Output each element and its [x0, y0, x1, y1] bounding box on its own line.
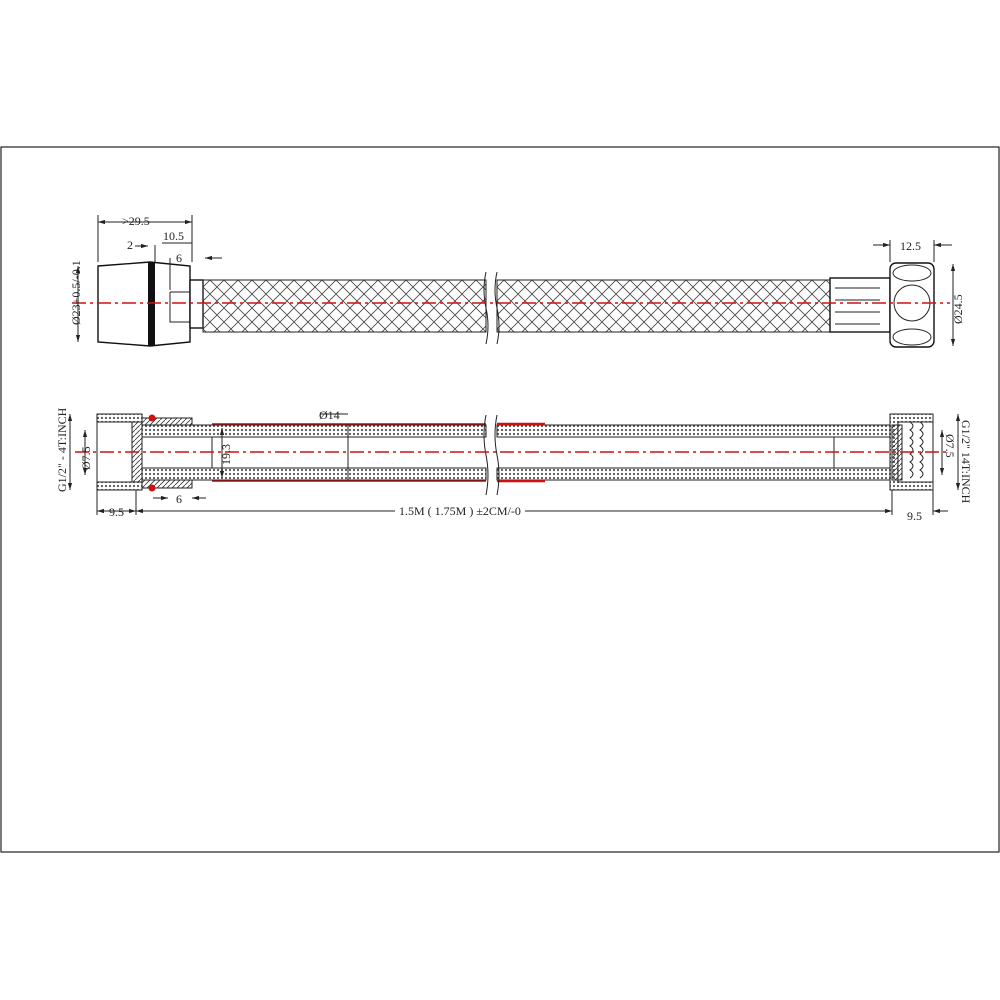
- seal-dot-top: [148, 414, 156, 422]
- hose-wall-top-left: [141, 424, 487, 438]
- ferrule: [189, 279, 204, 329]
- dim-ferrule-len: 6: [176, 492, 182, 506]
- dim-right-bore: Ø7.5: [943, 434, 957, 458]
- dim-ferrule: 6: [176, 251, 182, 265]
- dim-right-end: 9.5: [907, 509, 922, 523]
- dim-right-thread: G1/2" 14T:INCH: [959, 420, 973, 504]
- o-ring-band: [148, 262, 155, 346]
- dim-left-end: 9.5: [109, 505, 124, 519]
- dim-overall-nut: >29.5: [122, 214, 150, 228]
- hose-wall-top-right: [496, 424, 893, 438]
- seal-dot-bottom: [148, 484, 156, 492]
- left-nut: [97, 261, 191, 347]
- dim-ferrule-dia: 19.3: [219, 444, 233, 465]
- break-mark-section: [483, 414, 500, 496]
- dim-hex-diameter: Ø24.5: [951, 294, 965, 324]
- braided-hose-right: [496, 279, 831, 333]
- dim-length: 1.5M ( 1.75M ) ±2CM/-0: [399, 504, 521, 518]
- section-view: Ø14 G1/2" - 4T:INCH Ø7.5 19.3 6 9.5 1.5M…: [55, 407, 973, 523]
- hose-wall-bottom-right: [496, 467, 893, 481]
- hose-wall-bottom-left: [141, 467, 487, 481]
- braided-hose-left: [202, 279, 487, 333]
- dim-left-bore: Ø7.5: [79, 446, 93, 470]
- dim-band: 2: [127, 238, 133, 252]
- break-mark: [483, 271, 500, 345]
- top-view: >29.5 2 10.5 6 Ø23+0.5/-0.1 12.5 Ø24.5: [69, 214, 965, 348]
- dim-left-thread: G1/2" - 4T:INCH: [55, 407, 69, 492]
- dim-hose-diameter: Ø14: [319, 408, 340, 422]
- dim-cone: 10.5: [163, 229, 184, 243]
- dim-nut-diameter: Ø23+0.5/-0.1: [69, 260, 83, 325]
- dim-hex-width: 12.5: [900, 239, 921, 253]
- drawing-frame: [0, 146, 1000, 853]
- hex-nut: [889, 262, 935, 348]
